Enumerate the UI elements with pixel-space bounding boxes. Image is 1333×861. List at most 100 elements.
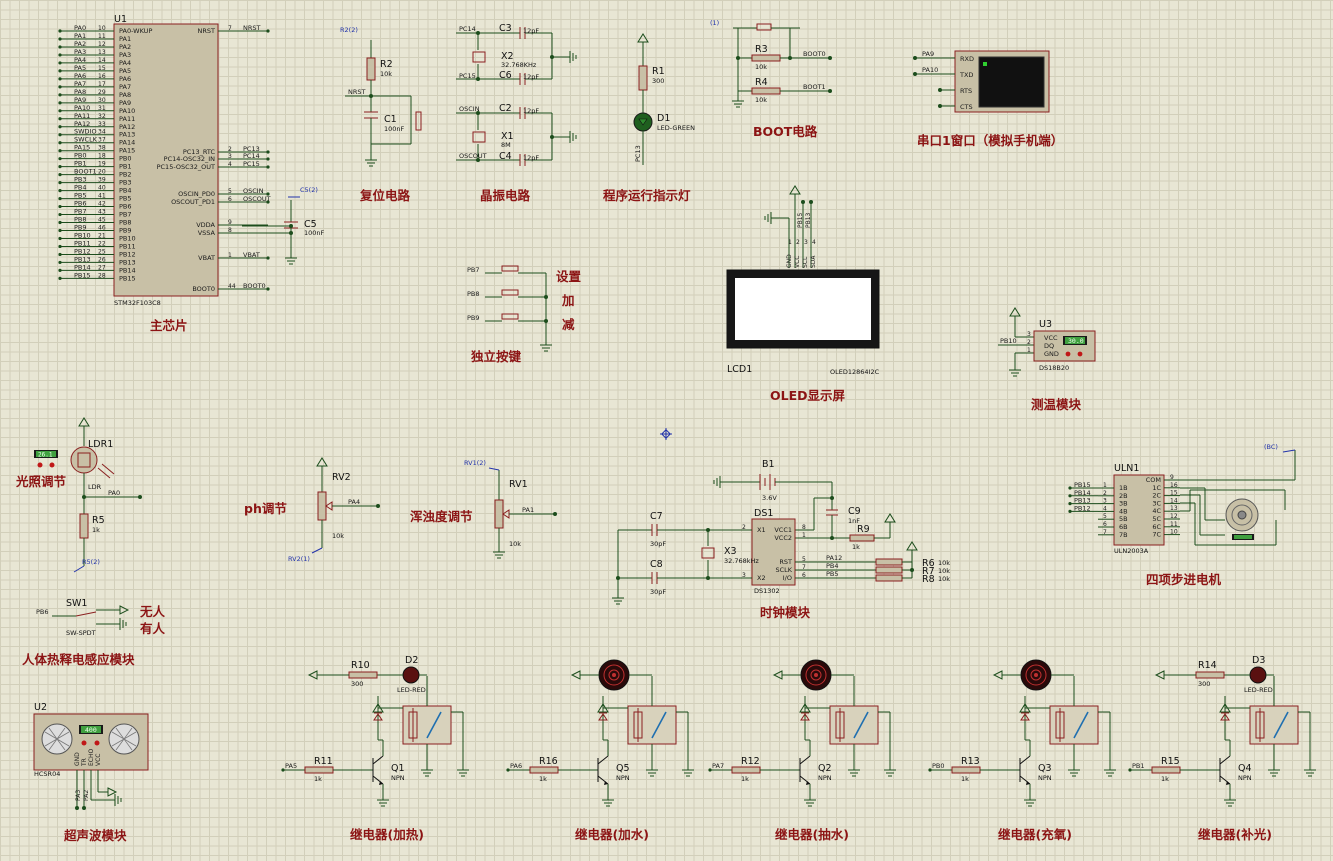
reset-circuit[interactable]: R2(2) R2 10k NRST C1 100nF	[340, 26, 422, 167]
base-resistor-val: 1k	[539, 775, 547, 783]
mcu-left-net: PB15	[74, 271, 91, 279]
pir-switch[interactable]: PB6 SW1 SW-SPDT	[36, 598, 130, 637]
c8-ref: C8	[650, 559, 663, 570]
ds1302-body[interactable]	[751, 518, 796, 586]
led-resistor[interactable]	[1195, 671, 1225, 679]
uln-right-pin: 7C	[1152, 531, 1161, 539]
xt-net-oscin: OSCIN	[459, 105, 480, 113]
mcu-left-pin-num: 39	[98, 177, 106, 184]
mcu-right-pin-num: 6	[228, 196, 232, 203]
rv1-body[interactable]	[494, 499, 504, 529]
uart-net-rx: PA9	[922, 50, 934, 58]
label-pir-some: 有人	[140, 621, 166, 636]
led-resistor[interactable]	[348, 671, 378, 679]
mcu-body[interactable]	[113, 23, 219, 297]
run-led-circuit[interactable]: R1 300 D1 LED-GREEN PC13	[633, 33, 695, 165]
r3-val: 10k	[755, 63, 767, 71]
mcu-left-pin-name: PB5	[119, 195, 132, 203]
r4-resistor[interactable]	[751, 87, 781, 95]
uln-right-pin: 6C	[1152, 523, 1161, 531]
boot-circuit[interactable]: (1) R3 10k R4 10k BOOT0 BOOT1	[710, 19, 832, 108]
oled-part: OLED12864I2C	[830, 368, 880, 376]
temp-sensor[interactable]: 30.0 U3 VCC DQ GND 3 2 1 PB10 DS18B20	[998, 307, 1096, 377]
uln2003-body[interactable]	[1113, 474, 1165, 546]
mcu-left-pin-name: PA11	[119, 115, 135, 123]
uart-net-tx: PA10	[922, 66, 938, 74]
label-relay-water: 继电器(加水)	[575, 827, 649, 842]
rv1-val: 10k	[509, 540, 521, 548]
mcu-right-pin-name: PC13_RTC	[183, 148, 216, 156]
temp-pin-gnd: GND	[1044, 350, 1059, 358]
base-resistor-ref: R16	[539, 756, 558, 767]
mcu-left-pin-num: 43	[98, 209, 106, 216]
uln-left-num: 4	[1103, 505, 1107, 512]
temp-display: 30.0	[1068, 337, 1084, 345]
mcu-right-pin-num: 1	[228, 252, 232, 259]
base-resistor[interactable]	[1151, 766, 1181, 774]
r5-resistor[interactable]	[79, 513, 89, 539]
crystal-circuit[interactable]: PC14 PC15 OSCIN OSCOUT C3 12pF X2 32.768…	[456, 23, 577, 166]
keys-circuit[interactable]: PB7 PB8 PB9	[467, 265, 552, 352]
label-stepper: 四项步进电机	[1146, 572, 1222, 587]
ph-pot[interactable]: RV2 PA4 10k RV2(1)	[288, 457, 380, 563]
uln-left-pin: 3B	[1119, 500, 1128, 508]
mcu-left-pin-name: PA2	[119, 43, 131, 51]
base-resistor[interactable]	[951, 766, 981, 774]
c2-val: 12pF	[523, 107, 539, 115]
base-resistor[interactable]	[529, 766, 559, 774]
mcu-left-pin-name: PB10	[119, 234, 136, 242]
mcu-left-pin-name: PA10	[119, 107, 135, 115]
ultra-pin-vcc: VCC	[95, 754, 102, 766]
light-sensor[interactable]: 26.1 LDR1 LDR PA0 R5 1k R5(2)	[34, 417, 142, 573]
ds1302-right-pin: I/O	[783, 574, 792, 582]
rv2-body[interactable]	[317, 491, 327, 521]
uln-right-num: 9	[1170, 474, 1174, 481]
mcu-left-net: PB9	[74, 224, 87, 232]
mcu-left-pin-num: 26	[98, 256, 106, 263]
r6-resistor[interactable]	[875, 558, 903, 566]
oled-pin-vcc: VCC	[794, 256, 801, 268]
uln-right-pin: 4C	[1152, 507, 1161, 515]
transistor-ref: Q1	[391, 763, 405, 774]
uln-left-pin: 6B	[1119, 523, 1128, 531]
mcu-right-pin-name: VDDA	[196, 221, 215, 229]
mcu-left-pin-num: 14	[98, 57, 106, 64]
r2-resistor[interactable]	[366, 57, 376, 81]
mcu-left-pin-name: PB0	[119, 155, 132, 163]
label-clock: 时钟模块	[760, 605, 811, 620]
ds1302-right-pin: RST	[779, 558, 792, 566]
mcu-right-net: PC13	[243, 145, 260, 153]
r8-resistor[interactable]	[875, 574, 903, 582]
ultrasonic-module[interactable]: 400 GND TR ECHO VCC PA3 PA2 U2 HCSR04	[33, 702, 149, 810]
mcu-left-pin-num: 21	[98, 232, 106, 239]
mcu-right-pin-name: VBAT	[198, 254, 215, 262]
mcu-left-pin-num: 37	[98, 137, 106, 144]
r9-resistor[interactable]	[849, 534, 875, 542]
turbidity-pot[interactable]: RV1 PA1 10k RV1(2)	[464, 459, 557, 559]
r7-resistor[interactable]	[875, 566, 903, 574]
mcu-left-net: PB12	[74, 247, 91, 255]
base-resistor[interactable]	[304, 766, 334, 774]
mcu-left-net: PB13	[74, 255, 91, 263]
uln-right-pin: 1C	[1152, 484, 1161, 492]
mcu-left-pin-num: 20	[98, 169, 106, 176]
uart-terminal[interactable]: PA9 PA10 RXD TXD RTS CTS	[913, 50, 1050, 113]
rv1-probe: RV1(2)	[464, 459, 486, 467]
mcu-left-pin-name: PA0-WKUP	[119, 27, 152, 35]
base-resistor[interactable]	[731, 766, 761, 774]
r3-resistor[interactable]	[751, 54, 781, 62]
led-resistor-ref: R10	[351, 660, 370, 671]
led-net: PC13	[634, 145, 642, 162]
uln-ref: ULN1	[1114, 463, 1139, 474]
r1-resistor[interactable]	[638, 65, 648, 91]
stepper-driver[interactable]: 1B1PB152B2PB143B3PB134B4PB125B56B67B7COM…	[1068, 443, 1296, 555]
mcu-left-pin-name: PB1	[119, 163, 132, 171]
oled-display[interactable]: PB15 PB13 1 2 3 4 GND VCC SCL SDA LCD1 O…	[726, 185, 880, 376]
